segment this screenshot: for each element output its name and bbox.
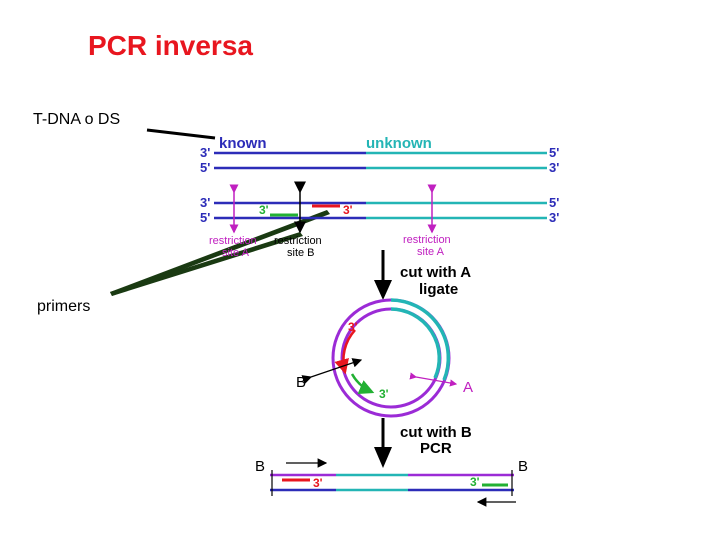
circle-outer-unknown-arc bbox=[390, 298, 451, 381]
cut-with-b-label: cut with B bbox=[400, 424, 472, 441]
end-label: 5' bbox=[549, 145, 559, 160]
end-label: 5' bbox=[549, 195, 559, 210]
product-red-3-label: 3' bbox=[313, 476, 323, 490]
cut-with-a-label: cut with A bbox=[400, 264, 471, 281]
down-arrow-head-1 bbox=[374, 280, 392, 300]
label-b-circle: B bbox=[296, 374, 306, 391]
site-a-circle-arrow bbox=[409, 372, 458, 387]
primers-pointer-wedge-2 bbox=[110, 210, 330, 296]
circle-red-3-label: 3' bbox=[348, 320, 358, 334]
circle-inner-unknown-arc bbox=[390, 307, 441, 379]
primer-green-3-label: 3' bbox=[259, 203, 269, 217]
label-a-circle: A bbox=[463, 379, 473, 396]
pcr-label: PCR bbox=[420, 440, 452, 457]
label-b-right: B bbox=[518, 458, 528, 475]
label-b-left: B bbox=[255, 458, 265, 475]
ligate-label: ligate bbox=[419, 281, 458, 298]
product-green-3-label: 3' bbox=[470, 475, 480, 489]
end-label: 5' bbox=[200, 160, 210, 175]
tdna-pointer-line bbox=[146, 128, 216, 140]
tdna-label: T-DNA o DS bbox=[33, 111, 121, 128]
site-b-circle-arrow bbox=[301, 358, 363, 385]
unknown-label: unknown bbox=[366, 135, 432, 152]
circle-green-3-label: 3' bbox=[379, 387, 389, 401]
slide-title: PCR inversa bbox=[88, 30, 253, 61]
known-label: known bbox=[219, 135, 267, 152]
primer-red-3-label: 3' bbox=[343, 203, 353, 217]
end-label: 5' bbox=[200, 210, 210, 225]
primers-label: primers bbox=[37, 298, 91, 315]
down-arrow-head-2 bbox=[374, 447, 392, 468]
end-label: 3' bbox=[549, 210, 559, 225]
end-label: 3' bbox=[200, 145, 210, 160]
primers-pointer-wedge-1 bbox=[110, 232, 303, 296]
end-label: 3' bbox=[549, 160, 559, 175]
end-label: 3' bbox=[200, 195, 210, 210]
